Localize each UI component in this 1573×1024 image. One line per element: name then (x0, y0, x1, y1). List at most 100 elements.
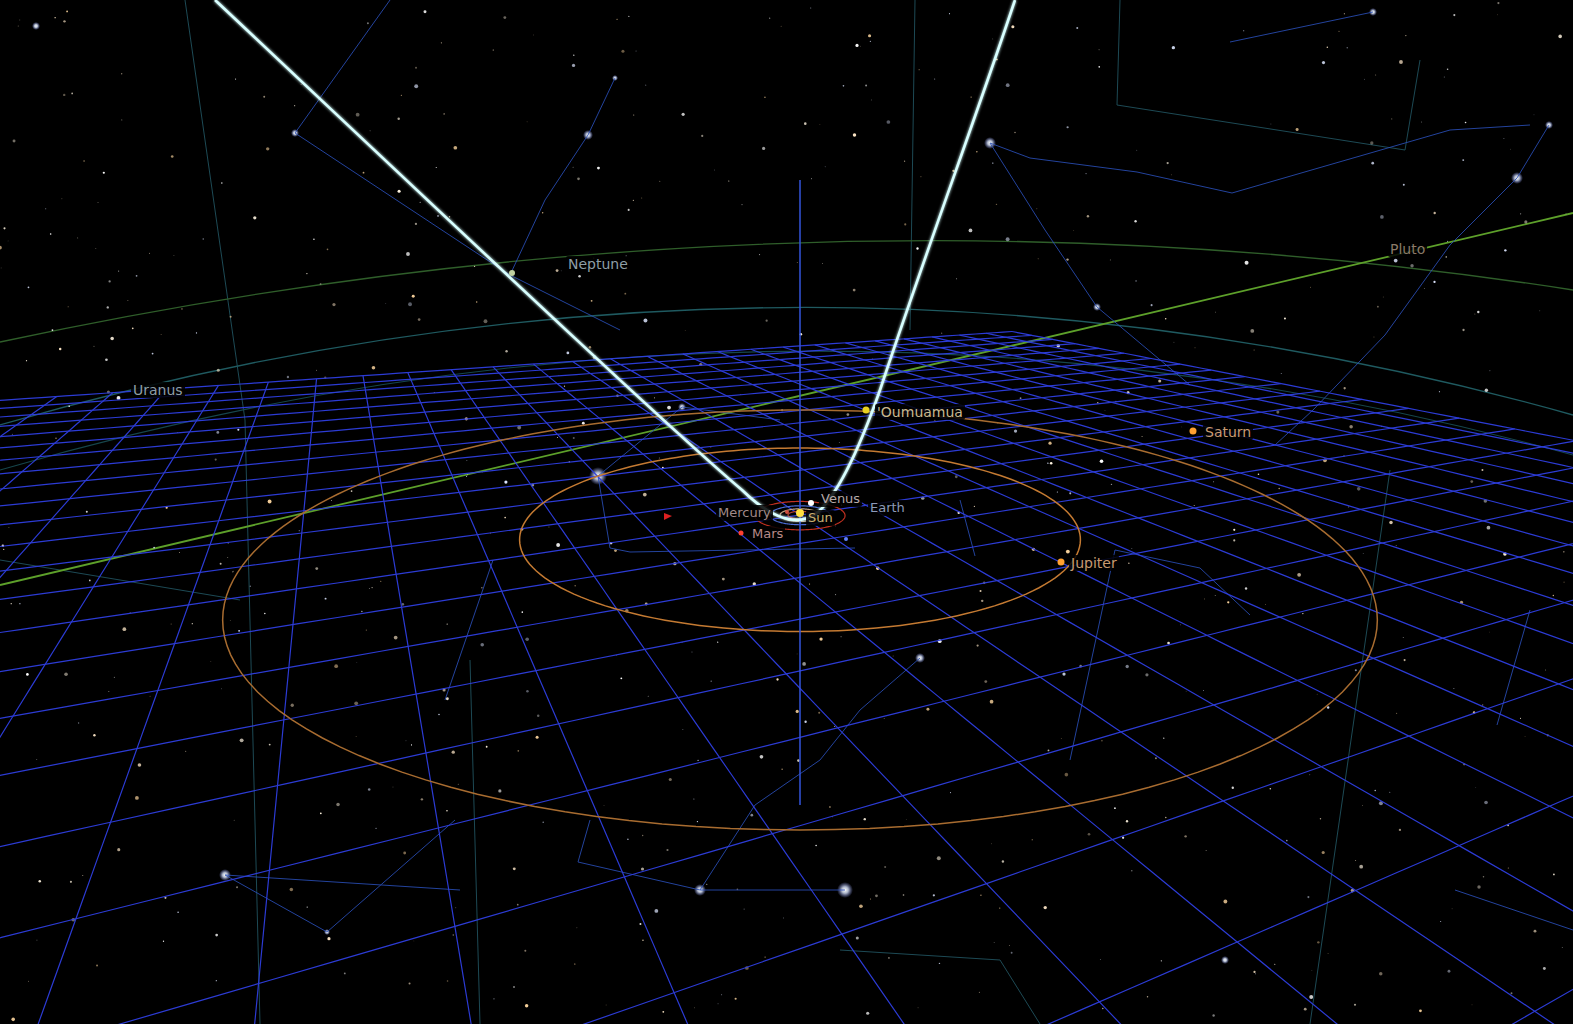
grid-line (236, 379, 316, 1024)
star (457, 783, 459, 785)
star (1394, 259, 1398, 263)
star (572, 166, 574, 168)
star (361, 611, 362, 612)
star (666, 849, 668, 851)
star (1510, 148, 1512, 150)
star (1543, 967, 1546, 970)
star (235, 79, 236, 80)
star (1497, 2, 1499, 4)
star (643, 318, 647, 322)
star (1348, 506, 1349, 507)
star (633, 200, 634, 201)
star (300, 83, 302, 85)
star (1443, 76, 1445, 78)
star (420, 202, 421, 203)
star (722, 578, 725, 581)
star (1349, 425, 1353, 429)
star (83, 160, 84, 161)
star (179, 551, 181, 553)
planet-label: Sun (806, 510, 835, 526)
star (421, 798, 423, 800)
grid-line (0, 504, 1573, 1024)
star (82, 875, 83, 876)
star (1020, 397, 1022, 399)
star (26, 360, 27, 361)
star (1212, 1014, 1214, 1016)
star (764, 956, 765, 957)
star (875, 894, 878, 897)
star (11, 1018, 15, 1022)
star (1471, 1004, 1473, 1006)
star (1265, 603, 1267, 605)
star (64, 672, 68, 676)
star (230, 316, 232, 318)
star (654, 397, 655, 398)
star (764, 96, 766, 98)
star (266, 147, 269, 150)
star (1485, 388, 1488, 391)
star (870, 41, 871, 42)
saturn-dot (1190, 428, 1197, 435)
star (796, 653, 798, 655)
star (1062, 673, 1065, 676)
star (605, 1004, 607, 1006)
star (160, 333, 162, 335)
grid-line (783, 347, 1573, 1024)
planet-label: Saturn (1203, 424, 1253, 440)
star (498, 789, 501, 792)
star (415, 223, 417, 225)
star (941, 333, 942, 334)
star (86, 511, 88, 513)
star (1006, 237, 1010, 241)
star (526, 690, 529, 693)
star (1147, 996, 1148, 997)
grid-line (683, 354, 1573, 1024)
star (811, 178, 813, 180)
star (1213, 481, 1214, 482)
star (513, 986, 515, 988)
star (150, 696, 151, 697)
star (315, 567, 318, 570)
star (344, 973, 346, 975)
star (682, 729, 683, 730)
star (1066, 126, 1068, 128)
star (232, 571, 233, 572)
star (669, 778, 672, 781)
star (917, 1007, 919, 1009)
star (1447, 241, 1448, 242)
star (834, 726, 835, 727)
star (28, 286, 30, 288)
star (1167, 642, 1170, 645)
star (356, 113, 360, 117)
star (1362, 552, 1364, 554)
star (1487, 526, 1491, 530)
star (1327, 706, 1329, 708)
star (1483, 876, 1484, 877)
star (68, 306, 69, 307)
star (45, 208, 46, 209)
star (1533, 114, 1535, 116)
star (557, 437, 558, 438)
star (96, 964, 98, 966)
star (976, 151, 978, 153)
star (1380, 215, 1384, 219)
star (1477, 311, 1479, 313)
star (121, 73, 122, 74)
star (1048, 442, 1051, 445)
star (859, 45, 861, 47)
star (1307, 896, 1309, 898)
star (334, 664, 338, 668)
star (603, 805, 605, 807)
star (744, 909, 745, 910)
star (711, 681, 712, 682)
star (380, 581, 381, 582)
star (1363, 78, 1365, 80)
star (870, 898, 871, 899)
grid-line (815, 345, 1573, 1024)
star (1122, 837, 1124, 839)
star (1370, 141, 1373, 144)
sun-axis (799, 180, 801, 805)
star (706, 884, 707, 885)
star (1014, 429, 1017, 432)
grid-line (904, 339, 1573, 1024)
